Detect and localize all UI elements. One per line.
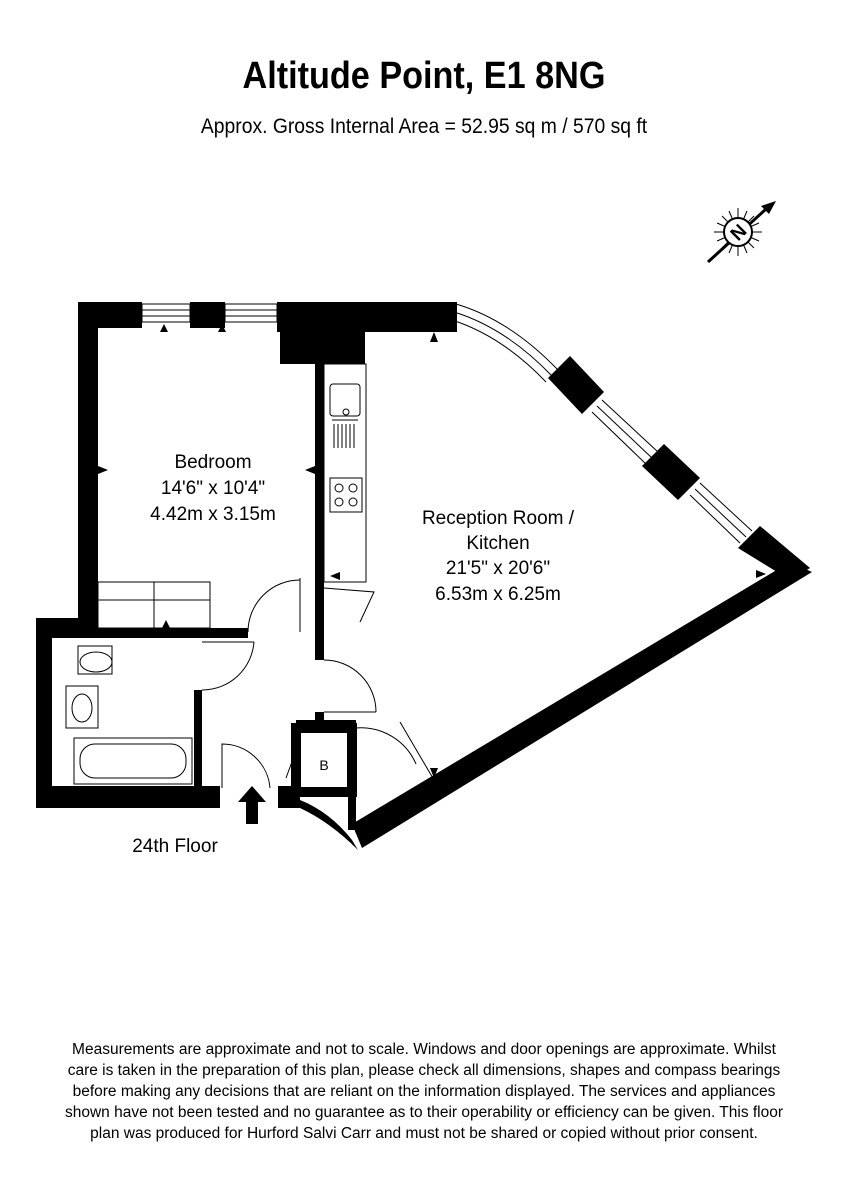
reception-imperial: 21'5" x 20'6": [446, 558, 550, 579]
disclaimer-line: plan was produced for Hurford Salvi Carr…: [90, 1125, 758, 1142]
walls: [36, 302, 812, 850]
kitchen-counter: [323, 363, 367, 583]
reception-name-2: Kitchen: [466, 533, 529, 554]
reception-windows: [451, 303, 753, 544]
ceiling-markers: [98, 324, 766, 778]
reception-name-1: Reception Room /: [422, 508, 575, 529]
north-compass-icon: N: [706, 201, 776, 264]
floor-plan: N: [36, 201, 812, 857]
reception-metric: 6.53m x 6.25m: [435, 584, 561, 605]
area-subtitle: Approx. Gross Internal Area = 52.95 sq m…: [200, 115, 648, 138]
bedroom-imperial: 14'6" x 10'4": [161, 478, 265, 499]
floor-label: 24th Floor: [132, 836, 218, 857]
bedroom-name: Bedroom: [174, 452, 251, 473]
disclaimer-line: shown have not been tested and no guaran…: [64, 1104, 784, 1121]
bathroom-fittings: [65, 645, 193, 785]
doors: [201, 578, 435, 789]
disclaimer-line: care is taken in the preparation of this…: [67, 1062, 781, 1079]
entrance-arrow-icon: [238, 786, 266, 824]
disclaimer: Measurements are approximate and not to …: [20, 1039, 828, 1144]
bedroom-metric: 4.42m x 3.15m: [150, 504, 276, 525]
room-labels: Bedroom 14'6" x 10'4" 4.42m x 3.15m Rece…: [132, 452, 575, 857]
disclaimer-line: before making any decisions that are rel…: [72, 1083, 776, 1100]
page-title: Altitude Point, E1 8NG: [242, 55, 606, 97]
boiler-label: B: [319, 757, 328, 773]
disclaimer-line: Measurements are approximate and not to …: [72, 1041, 776, 1058]
bedroom-wardrobe: [97, 581, 211, 629]
